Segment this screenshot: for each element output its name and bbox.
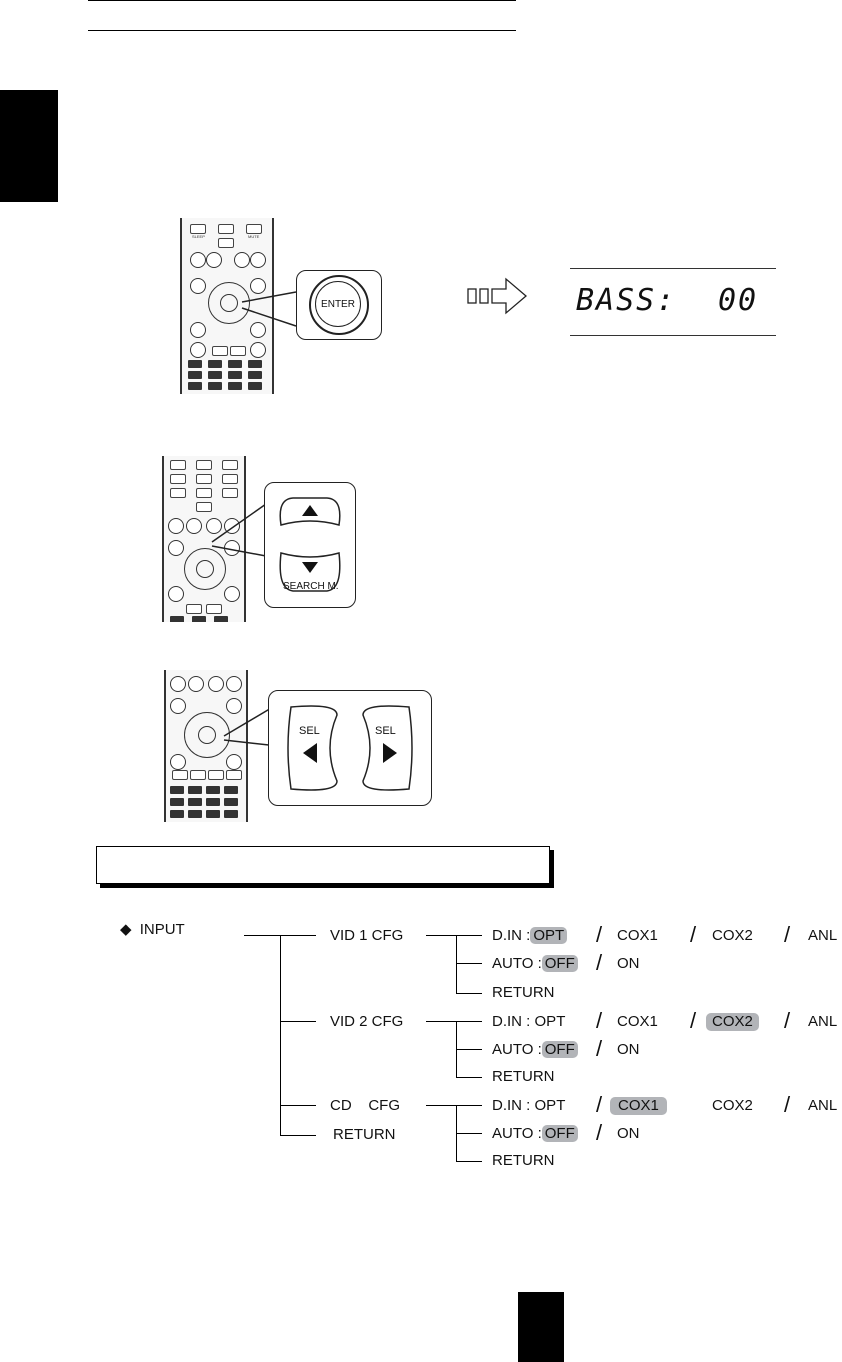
vid2-auto-off[interactable]: OFF: [541, 1041, 578, 1058]
cd-auto-row: AUTO :OFF: [492, 1125, 578, 1143]
lcd-right-text: 00: [718, 283, 759, 318]
up-down-callout: SEARCH M.: [264, 482, 356, 608]
tree-item-cd[interactable]: CD CFG: [330, 1097, 400, 1114]
vid1-din-cox2[interactable]: COX2: [712, 927, 753, 944]
remote-illustration-3: [164, 670, 248, 822]
enter-button[interactable]: ENTER: [309, 275, 369, 335]
cd-din-row: D.IN : OPT: [492, 1097, 566, 1114]
vid1-din-opt[interactable]: OPT: [530, 927, 568, 944]
cd-return[interactable]: RETURN: [492, 1152, 555, 1169]
diamond-icon: ◆: [120, 921, 132, 938]
vid1-auto-row: AUTO :OFF: [492, 955, 578, 973]
tree-item-vid2[interactable]: VID 2 CFG: [330, 1013, 404, 1030]
arrow-right-icon: [467, 277, 528, 315]
vid2-din-anl[interactable]: ANL: [808, 1013, 838, 1030]
up-arrow-button[interactable]: [275, 495, 345, 529]
lcd-left-text: BASS:: [576, 283, 677, 318]
sel-right-label: SEL: [375, 725, 396, 737]
section-header-box: [96, 846, 550, 884]
vid1-auto-off[interactable]: OFF: [541, 955, 578, 972]
sel-left-label: SEL: [299, 725, 320, 737]
tree-item-vid1[interactable]: VID 1 CFG: [330, 927, 404, 944]
top-rule-2: [88, 30, 516, 31]
vid1-auto-on[interactable]: ON: [617, 955, 640, 972]
vid2-return[interactable]: RETURN: [492, 1068, 555, 1085]
vid2-din-opt[interactable]: OPT: [534, 1013, 566, 1030]
vid2-auto-row: AUTO :OFF: [492, 1041, 578, 1059]
cd-din-cox2[interactable]: COX2: [712, 1097, 753, 1114]
tree-root: ◆ INPUT: [120, 921, 185, 938]
page-number-box: [518, 1292, 564, 1362]
vid1-din-row: D.IN :OPT: [492, 927, 568, 945]
vid2-din-row: D.IN : OPT: [492, 1013, 566, 1030]
vid1-din-cox1[interactable]: COX1: [617, 927, 658, 944]
remote-illustration-1: SLEEP MUTE: [180, 218, 274, 394]
vid2-din-cox1[interactable]: COX1: [617, 1013, 658, 1030]
remote-illustration-2: [162, 456, 246, 622]
top-rule-1: [88, 0, 516, 1]
cd-auto-off[interactable]: OFF: [541, 1125, 578, 1142]
cd-din-cox1[interactable]: COX1: [610, 1097, 667, 1115]
enter-callout: ENTER: [296, 270, 382, 340]
sel-callout: SEL SEL: [268, 690, 432, 806]
cd-din-opt[interactable]: OPT: [534, 1097, 566, 1114]
callout-pointer-1: [241, 291, 297, 327]
callout-pointer-2: [211, 503, 267, 557]
vid1-din-anl[interactable]: ANL: [808, 927, 838, 944]
search-m-label: SEARCH M.: [283, 581, 339, 592]
vid1-return[interactable]: RETURN: [492, 984, 555, 1001]
lcd-display: BASS: 00: [570, 268, 776, 336]
cd-din-anl[interactable]: ANL: [808, 1097, 838, 1114]
sel-right-button[interactable]: [357, 701, 417, 795]
vid2-din-cox2[interactable]: COX2: [706, 1013, 759, 1031]
down-arrow-button[interactable]: [275, 549, 345, 597]
sel-left-button[interactable]: [283, 701, 343, 795]
cd-auto-on[interactable]: ON: [617, 1125, 640, 1142]
vid2-auto-on[interactable]: ON: [617, 1041, 640, 1058]
section-tab: [0, 90, 58, 202]
tree-root-return[interactable]: RETURN: [333, 1126, 396, 1143]
